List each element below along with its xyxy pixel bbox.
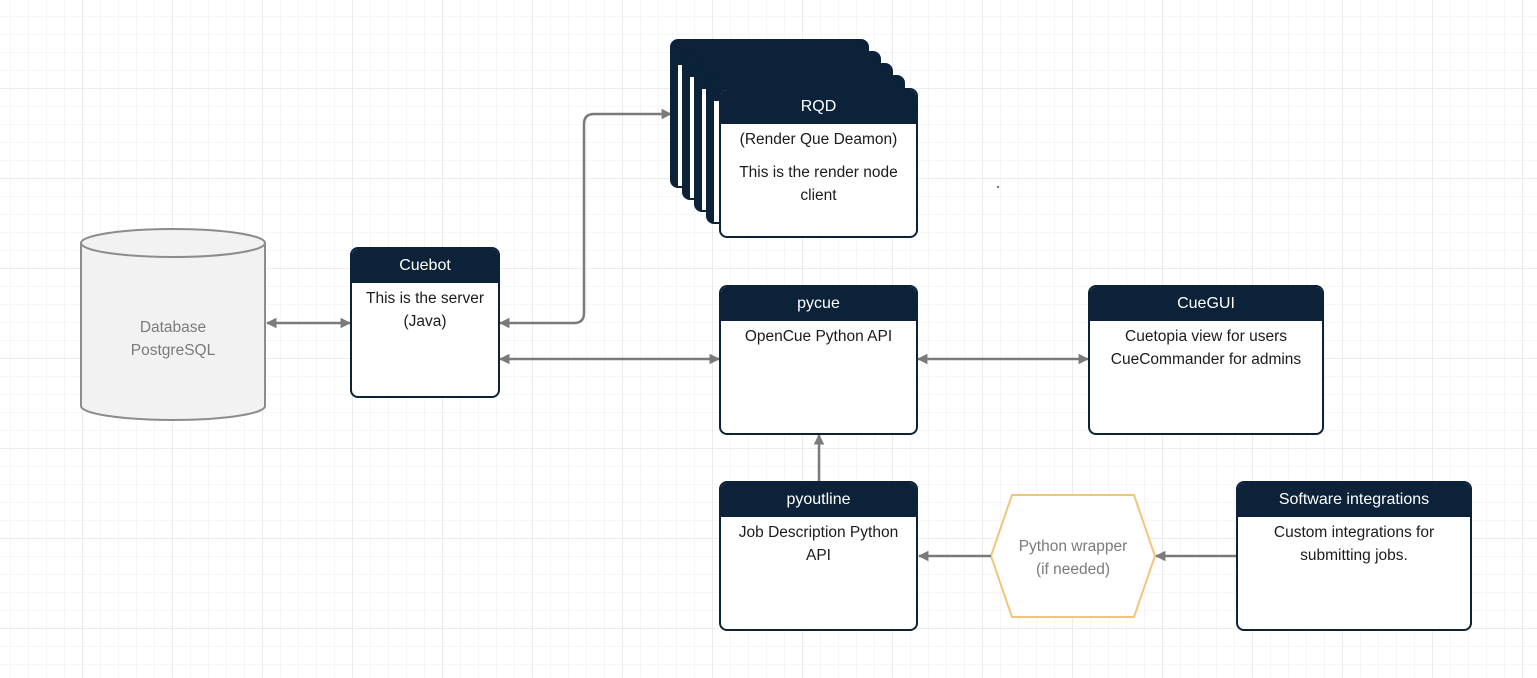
rqd-title: RQD <box>721 90 916 124</box>
python-wrapper-label-line: Python wrapper <box>1018 538 1128 555</box>
pyoutline-description-line: Job Description Python <box>738 524 899 541</box>
cuebot-box[interactable]: Cuebot This is the server (Java) <box>350 247 500 398</box>
cuebot-description: This is the server (Java) <box>352 283 498 333</box>
software-integrations-description: Custom integrations for submitting jobs. <box>1238 517 1470 567</box>
cuegui-description-line: Cuetopia view for users <box>1125 328 1287 345</box>
pycue-box[interactable]: pycue OpenCue Python API <box>719 285 918 435</box>
software-integrations-description-line: submitting jobs. <box>1300 547 1408 564</box>
cuegui-description-line: CueCommander for admins <box>1110 351 1302 368</box>
pyoutline-description-line: API <box>806 547 831 564</box>
software-integrations-box[interactable]: Software integrations Custom integration… <box>1236 481 1472 631</box>
cuebot-title: Cuebot <box>352 249 498 283</box>
rqd-description: (Render Que Deamon) This is the render n… <box>721 124 916 207</box>
software-integrations-description-line: Custom integrations for <box>1273 524 1435 541</box>
rqd-description-line: client <box>800 187 837 204</box>
pyoutline-title: pyoutline <box>721 483 916 517</box>
pyoutline-description: Job Description Python API <box>721 517 916 567</box>
python-wrapper-label: Python wrapper (if needed) <box>991 535 1155 581</box>
pyoutline-box[interactable]: pyoutline Job Description Python API <box>719 481 918 631</box>
rqd-description-line: This is the render node <box>739 164 898 181</box>
rqd-subtitle: (Render Que Deamon) <box>739 131 898 148</box>
pycue-title: pycue <box>721 287 916 321</box>
pycue-description: OpenCue Python API <box>721 321 916 348</box>
database-label-line: PostgreSQL <box>130 342 216 359</box>
cuebot-description-line: This is the server <box>365 290 484 307</box>
connector-cuebot-rqd <box>498 108 673 329</box>
database-label: Database PostgreSQL <box>81 316 265 362</box>
python-wrapper-label-line: (if needed) <box>1035 561 1111 578</box>
cuegui-box[interactable]: CueGUI Cuetopia view for users CueComman… <box>1088 285 1324 435</box>
cuegui-description: Cuetopia view for users CueCommander for… <box>1090 321 1322 371</box>
database-cylinder[interactable] <box>80 228 266 421</box>
rqd-box[interactable]: RQD (Render Que Deamon) This is the rend… <box>719 88 918 238</box>
cuebot-description-line: (Java) <box>403 313 447 330</box>
software-integrations-title: Software integrations <box>1238 483 1470 517</box>
cuegui-title: CueGUI <box>1090 287 1322 321</box>
database-label-line: Database <box>139 319 207 336</box>
stray-dot <box>997 186 999 188</box>
pycue-description-line: OpenCue Python API <box>744 328 893 345</box>
